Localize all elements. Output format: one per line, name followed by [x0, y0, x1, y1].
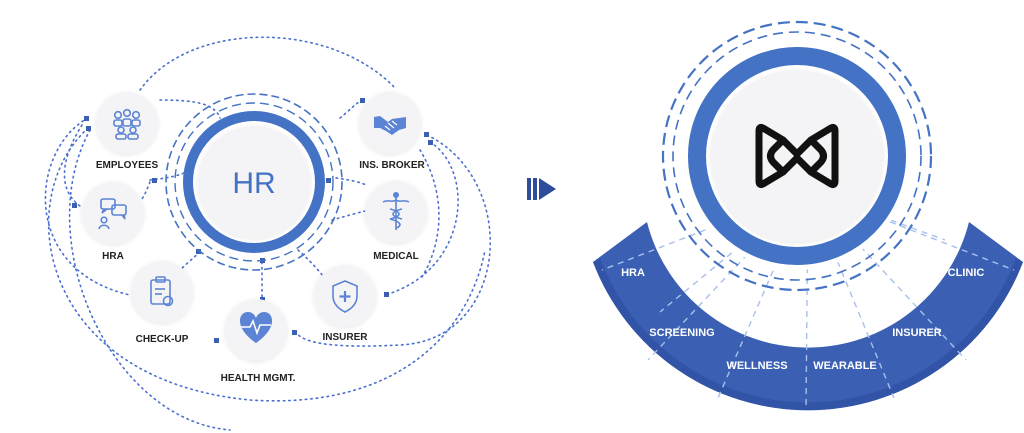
segment-label-clinic: CLINIC: [948, 267, 985, 279]
node-hra-label: HRA: [102, 251, 124, 262]
node-medical-label: MEDICAL: [373, 251, 419, 262]
node-medical[interactable]: MEDICAL: [365, 181, 427, 262]
segment-label-wearable: WEARABLE: [813, 360, 877, 372]
segment-label-insurer: INSURER: [892, 327, 942, 339]
node-employees-label: EMPLOYEES: [96, 160, 159, 171]
segment-label-hra: HRA: [621, 267, 645, 279]
handshake-icon: [374, 116, 406, 135]
node-checkup-label: CHECK-UP: [136, 334, 189, 345]
dotted-connectors: [44, 36, 492, 431]
node-ins-broker[interactable]: INS. BROKER: [359, 92, 426, 171]
hr-hub[interactable]: HR: [165, 93, 343, 271]
triple-chevron-right-icon: [527, 178, 556, 200]
shield-plus-icon: [332, 280, 358, 313]
node-insurer[interactable]: INSURER: [314, 265, 376, 343]
clipboard-icon: [150, 276, 174, 307]
node-insurer-label: INSURER: [322, 332, 368, 343]
service-band: [593, 222, 1023, 411]
node-health-mgmt-label: HEALTH MGMT.: [221, 373, 296, 384]
chat-bubbles-icon: [98, 198, 127, 230]
infinity-link-logo-icon: [755, 123, 839, 189]
people-group-icon: [113, 108, 141, 140]
node-checkup[interactable]: CHECK-UP: [131, 261, 193, 345]
heart-pulse-icon: [239, 312, 273, 343]
segment-label-wellness: WELLNESS: [726, 360, 787, 372]
connector-markers: [72, 98, 433, 343]
node-employees[interactable]: EMPLOYEES: [96, 92, 159, 171]
right-platform: HRA SCREENING WELLNESS WEARABLE INSURER …: [593, 20, 1023, 411]
platform-hub[interactable]: [661, 20, 933, 292]
node-ins-broker-label: INS. BROKER: [359, 160, 425, 171]
node-health-mgmt[interactable]: HEALTH MGMT.: [221, 299, 296, 384]
hr-hub-label: HR: [232, 167, 275, 200]
node-hra[interactable]: HRA: [82, 182, 144, 262]
left-network: HR EMPLOYEES HRA: [44, 36, 492, 431]
caduceus-icon: [382, 192, 410, 230]
segment-label-screening: SCREENING: [649, 327, 714, 339]
